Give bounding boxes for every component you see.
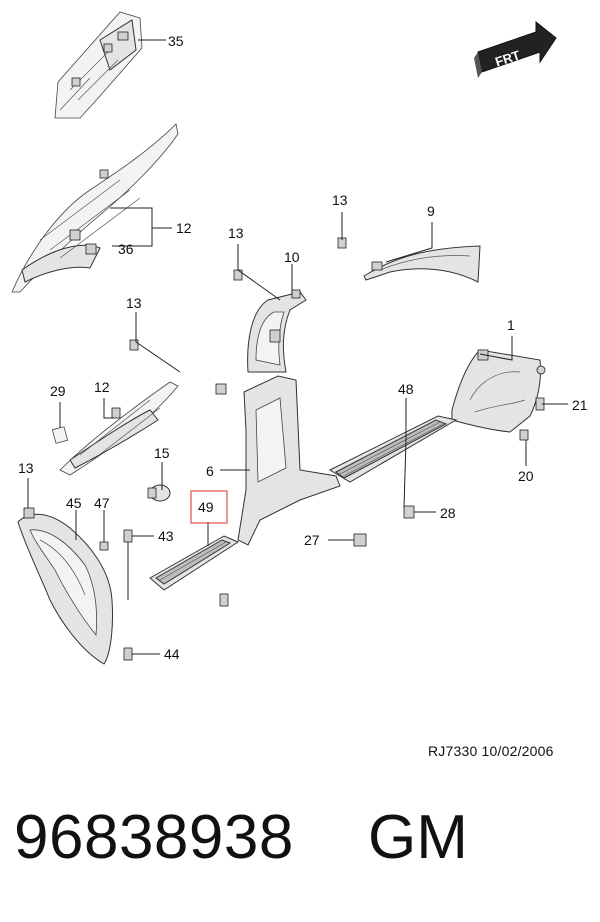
part-15-cap	[147, 484, 171, 502]
part-6-pillar-lower	[215, 375, 341, 546]
callout-29: 29	[50, 383, 66, 399]
part-48-sill-plate	[328, 415, 458, 483]
direction-badge-label: FRT	[493, 47, 522, 69]
callout-43: 43	[158, 528, 174, 544]
fastener-28	[403, 505, 415, 519]
callout-27: 27	[304, 532, 320, 548]
front-direction-arrow-icon: FRT	[474, 20, 557, 78]
callout-35: 35	[168, 33, 184, 49]
part-1-quarter-trim	[451, 349, 546, 433]
callout-13-a: 13	[228, 225, 244, 241]
fastener-13-lower	[219, 593, 229, 607]
fastener-20	[519, 429, 529, 441]
callout-1: 1	[507, 317, 515, 333]
callout-36: 36	[118, 241, 134, 257]
callout-20: 20	[518, 468, 534, 484]
parts-diagram: FRT	[11, 11, 588, 665]
callout-49: 49	[198, 499, 214, 515]
drawing-reference: RJ7330 10/02/2006	[428, 743, 554, 759]
part-45-kick-panel	[17, 507, 113, 665]
part-49-sill-plate	[149, 535, 240, 591]
callout-44: 44	[164, 646, 180, 662]
part-10-pillar-upper	[247, 289, 307, 373]
callout-13-b: 13	[332, 192, 348, 208]
callout-12-upper: 12	[176, 220, 192, 236]
callout-13-c: 13	[126, 295, 142, 311]
part-29-plug	[51, 426, 69, 444]
callout-15: 15	[154, 445, 170, 461]
callout-12-lower: 12	[94, 379, 110, 395]
callout-13-d: 13	[18, 460, 34, 476]
callout-28: 28	[440, 505, 456, 521]
callout-45: 45	[66, 495, 82, 511]
fastener-44	[123, 647, 133, 661]
leader-lines	[27, 39, 568, 655]
brand-name: GM	[368, 803, 468, 872]
part-number: 96838938	[14, 803, 294, 872]
callout-10: 10	[284, 249, 300, 265]
callout-6: 6	[206, 463, 214, 479]
part-12-upper-trim	[11, 123, 179, 293]
callout-47: 47	[94, 495, 110, 511]
callout-labels: 35 12 36 13 10 13 9 13 1 29 12 48 21 15 …	[18, 33, 588, 662]
highlight-box-49	[190, 490, 228, 524]
callout-21: 21	[572, 397, 588, 413]
fastener-43	[123, 529, 133, 600]
part-35-trim	[54, 11, 143, 119]
fastener-27	[353, 533, 367, 547]
callout-9: 9	[427, 203, 435, 219]
part-9-trim	[363, 245, 481, 283]
callout-48: 48	[398, 381, 414, 397]
part-12-lower-trim	[59, 381, 179, 476]
